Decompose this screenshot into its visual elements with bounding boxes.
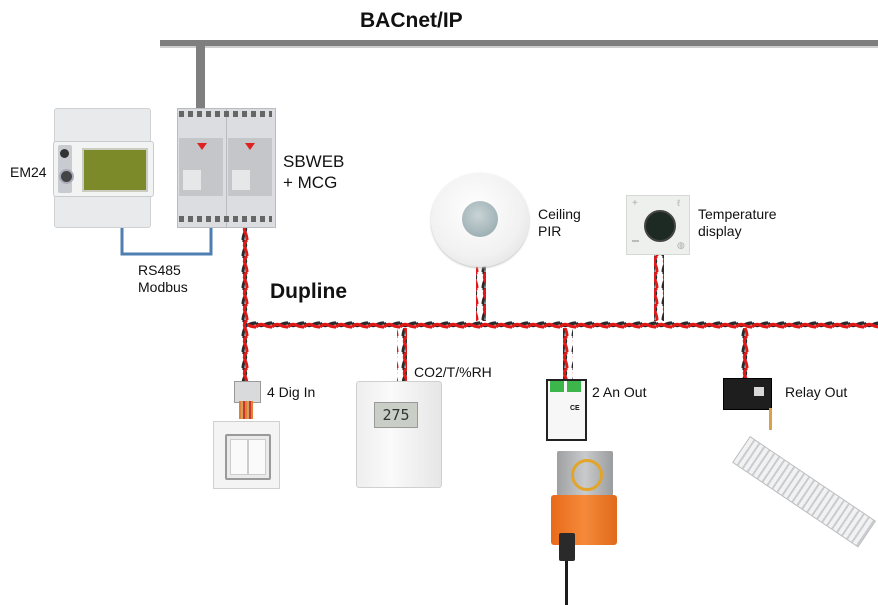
terminal-row-bottom [179, 216, 272, 222]
bacnet-bus [160, 40, 878, 108]
dupline-bus [241, 226, 878, 386]
an-out-label: 2 An Out [592, 384, 647, 400]
mcg-window [232, 170, 250, 190]
rs485-label: RS485 Modbus [138, 262, 188, 296]
green-terminal-right [567, 381, 581, 392]
actuator-clamp-ring [571, 459, 603, 491]
key-icon: ◍ [677, 240, 685, 250]
damper-actuator[interactable] [551, 451, 617, 561]
ce-mark-icon: CE [570, 405, 580, 412]
terminal-row-top [179, 111, 272, 117]
plus-icon: + [632, 198, 638, 209]
pir-label-line1: Ceiling [538, 206, 581, 222]
em24-label: EM24 [10, 164, 47, 180]
temp-display-label-line2: display [698, 223, 742, 239]
relay-cable [769, 408, 772, 430]
dig-in-cables [239, 401, 253, 419]
relay-out-module[interactable] [723, 378, 772, 410]
an-out-module[interactable]: CE [546, 379, 587, 441]
co2-lcd-display: 275 [374, 402, 418, 428]
rs485-label-line1: RS485 [138, 262, 181, 278]
dupline-label: Dupline [270, 280, 347, 303]
light-switch[interactable] [213, 421, 280, 489]
pir-lens-icon [462, 201, 498, 237]
temperature-display[interactable]: + ℓ ◍ [626, 195, 690, 255]
bacnet-label: BACnet/IP [360, 9, 463, 32]
dig-in-module[interactable] [234, 381, 261, 419]
pir-label: Ceiling PIR [538, 206, 581, 240]
actuator-cable [565, 561, 568, 605]
sbweb-label-line2: + MCG [283, 173, 338, 192]
display-dial [644, 210, 676, 242]
sbweb-label: SBWEB + MCG [283, 151, 344, 193]
green-terminal-left [550, 381, 564, 392]
temp-display-label-line1: Temperature [698, 206, 777, 222]
actuator-plug [559, 533, 575, 561]
relay-out-label: Relay Out [785, 384, 848, 400]
em24-meter[interactable] [53, 108, 154, 228]
dig-in-label: 4 Dig In [267, 384, 316, 400]
co2-sensor[interactable]: 275 [356, 381, 442, 488]
relay-label-plate [754, 387, 764, 396]
ceiling-pir-sensor[interactable] [431, 173, 529, 267]
rs485-label-line2: Modbus [138, 279, 188, 295]
sbweb-controller[interactable] [177, 108, 276, 228]
em24-lcd-display [82, 148, 148, 192]
brand-logo-icon [197, 143, 207, 150]
minus-icon [632, 240, 639, 242]
sbweb-window [183, 170, 201, 190]
thermometer-icon: ℓ [677, 198, 680, 208]
switch-rocker-left [230, 439, 248, 475]
ceiling-luminaire[interactable] [732, 428, 877, 548]
em24-joystick-icon [59, 169, 74, 184]
pir-label-line2: PIR [538, 223, 562, 239]
temp-display-label: Temperature display [698, 206, 777, 240]
rs485-wire [120, 224, 213, 256]
em24-knob-icon [60, 149, 69, 158]
co2-label: CO2/T/%RH [414, 364, 492, 380]
sbweb-label-line1: SBWEB [283, 152, 345, 171]
brand-logo-icon [245, 143, 255, 150]
switch-rocker-right [248, 439, 266, 475]
